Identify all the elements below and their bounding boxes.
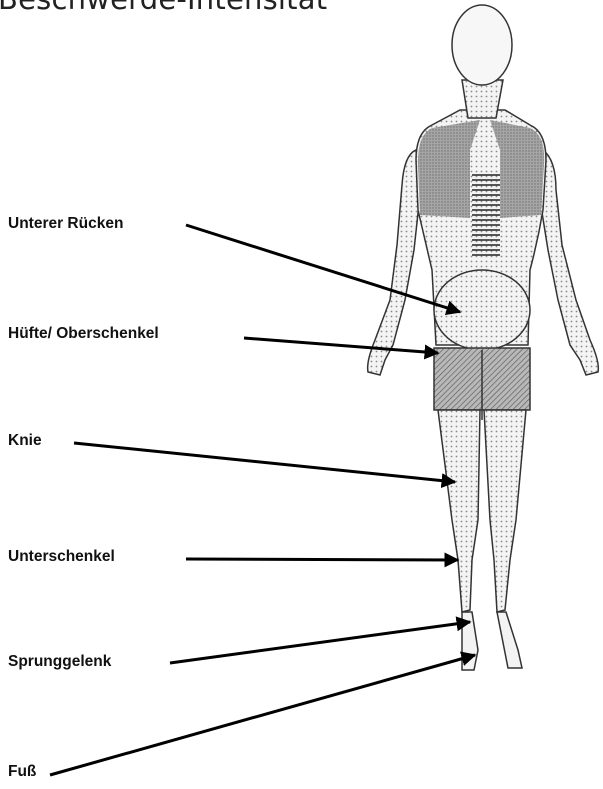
arrow-knee — [74, 443, 455, 482]
pointer-arrows — [50, 225, 475, 775]
label-knee: Knie — [8, 432, 42, 450]
right-arm — [540, 150, 598, 375]
right-foot — [497, 612, 522, 668]
label-foot: Fuß — [8, 763, 36, 781]
arrow-ankle — [170, 622, 470, 663]
left-leg — [438, 410, 480, 612]
human-figure — [368, 5, 599, 670]
label-lower-leg: Unterschenkel — [8, 548, 115, 566]
left-foot — [462, 612, 478, 670]
left-arm — [368, 150, 420, 375]
arrow-lower-leg — [186, 559, 458, 560]
lower-back-region — [434, 270, 530, 350]
label-lower-back: Unterer Rücken — [8, 215, 123, 233]
right-leg — [484, 410, 526, 612]
arrow-foot — [50, 655, 475, 775]
label-ankle: Sprunggelenk — [8, 653, 111, 671]
arrow-hip-thigh — [244, 338, 438, 353]
head — [452, 5, 512, 85]
arrow-lower-back — [186, 225, 460, 312]
label-hip-thigh: Hüfte/ Oberschenkel — [8, 325, 159, 343]
